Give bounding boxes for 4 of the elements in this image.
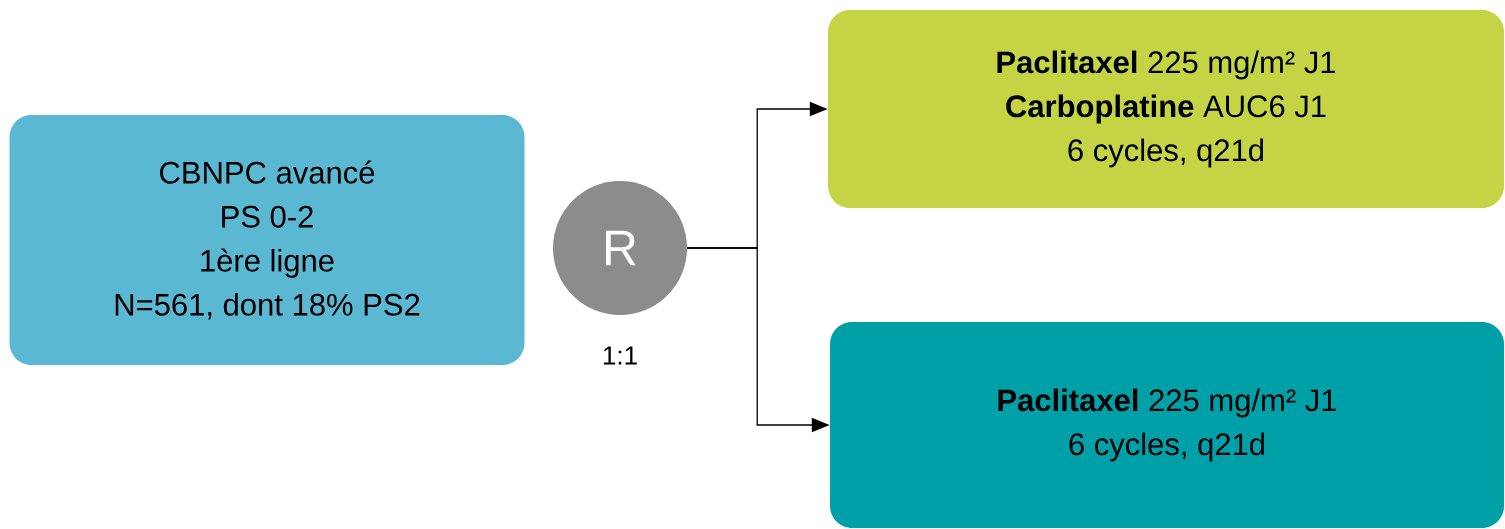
- treatment-box: Paclitaxel 225 mg/m² J1 Carboplatine AUC6 J1 6 cycles, q21d: [828, 10, 1504, 208]
- process-box: CBNPC avancé PS 0-2 1ère ligne N=561, dont 18% PS2: [9, 115, 525, 365]
- treatment-box: Paclitaxel 225 mg/m² J1 6 cycles, q21d: [830, 322, 1504, 528]
- ratio-label: 1:1: [603, 346, 637, 365]
